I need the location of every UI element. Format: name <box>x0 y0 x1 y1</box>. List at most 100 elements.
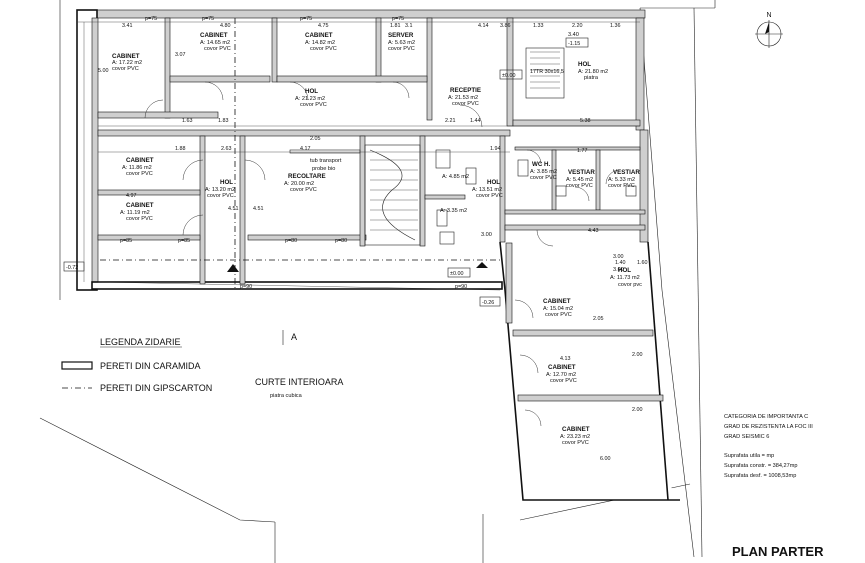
svg-text:HOL: HOL <box>578 61 591 68</box>
svg-text:p=75: p=75 <box>300 16 312 22</box>
room-label: HOL A: 13.51 m2 covor PVC <box>472 179 503 199</box>
section-marker-icon <box>227 262 488 345</box>
level-value: 3.00 <box>481 232 492 238</box>
room-label: HOL A: 13.20 m2 covor PVC <box>205 179 235 199</box>
svg-text:p=75: p=75 <box>202 16 214 22</box>
svg-text:p=80: p=80 <box>335 238 347 244</box>
svg-text:HOL: HOL <box>220 179 233 186</box>
svg-text:1.36: 1.36 <box>610 23 621 29</box>
annotation-text: probe bio <box>312 166 335 172</box>
svg-text:1.44: 1.44 <box>470 118 481 124</box>
svg-text:3.00: 3.00 <box>613 254 624 260</box>
level-value: 3.00 <box>613 267 624 273</box>
interior-walls <box>97 17 664 402</box>
svg-text:1.40: 1.40 <box>615 260 626 266</box>
svg-text:CABINET: CABINET <box>126 157 154 164</box>
svg-text:covor PVC: covor PVC <box>550 378 577 384</box>
svg-text:covor PVC: covor PVC <box>476 193 503 199</box>
svg-text:1.77: 1.77 <box>577 148 588 154</box>
toilet-fixtures <box>435 149 637 245</box>
svg-text:4.17: 4.17 <box>300 146 311 152</box>
svg-text:1.94: 1.94 <box>490 146 501 152</box>
svg-text:A: 14.65 m2: A: 14.65 m2 <box>200 40 230 46</box>
room-label: HOL A: 11.73 m2 covor pvc <box>610 267 642 288</box>
svg-text:Suprafata constr. = 384,27mp: Suprafata constr. = 384,27mp <box>724 463 798 469</box>
svg-text:WC H.: WC H. <box>532 161 550 168</box>
svg-text:2.20: 2.20 <box>572 23 583 29</box>
svg-text:A: 11.19 m2: A: 11.19 m2 <box>120 210 150 216</box>
svg-text:A: 23.23 m2: A: 23.23 m2 <box>560 434 590 440</box>
svg-text:1.60: 1.60 <box>637 260 648 266</box>
svg-text:GRAD DE REZISTENTA LA FOC III: GRAD DE REZISTENTA LA FOC III <box>724 424 813 430</box>
svg-text:p=90: p=90 <box>455 284 467 290</box>
svg-text:1.33: 1.33 <box>533 23 544 29</box>
svg-text:covor PVC: covor PVC <box>112 66 139 72</box>
svg-text:HOL: HOL <box>487 179 500 186</box>
svg-text:p=90: p=90 <box>240 284 252 290</box>
svg-text:A: 21.80 m2: A: 21.80 m2 <box>578 69 608 75</box>
level-marker: -1.15 <box>565 37 589 48</box>
level-marker: -0.26 <box>479 296 501 307</box>
svg-text:1.83: 1.83 <box>218 118 229 124</box>
svg-text:CABINET: CABINET <box>112 53 140 60</box>
svg-text:p=85: p=85 <box>120 238 132 244</box>
room-label: CABINET A: 14.65 m2 covor PVC <box>200 32 231 52</box>
svg-text:A: 17.22 m2: A: 17.22 m2 <box>112 60 142 66</box>
svg-text:2.05: 2.05 <box>593 316 604 322</box>
svg-text:2.00: 2.00 <box>632 352 643 358</box>
svg-text:CATEGORIA DE IMPORTANTA C: CATEGORIA DE IMPORTANTA C <box>724 414 808 420</box>
area-label: A: 3.35 m2 <box>440 208 467 214</box>
dimension-lines <box>77 21 640 291</box>
svg-text:2.00: 2.00 <box>632 407 643 413</box>
svg-text:CABINET: CABINET <box>562 426 590 433</box>
svg-text:covor PVC: covor PVC <box>207 193 234 199</box>
svg-text:VESTIAR: VESTIAR <box>613 169 640 176</box>
svg-text:4.75: 4.75 <box>318 23 329 29</box>
svg-text:p=75: p=75 <box>392 16 404 22</box>
legend-item-label: PERETI DIN CARAMIDA <box>100 361 201 371</box>
svg-text:2.21: 2.21 <box>445 118 456 124</box>
svg-text:A: 5.45 m2: A: 5.45 m2 <box>566 177 593 183</box>
svg-text:A: 21.53 m2: A: 21.53 m2 <box>448 95 478 101</box>
area-label: A: 4.85 m2 <box>442 174 469 180</box>
legend-item-label: PERETI DIN GIPSCARTON <box>100 383 212 393</box>
svg-text:CABINET: CABINET <box>126 202 154 209</box>
svg-text:A: 5.33 m2: A: 5.33 m2 <box>608 177 635 183</box>
svg-text:4.51: 4.51 <box>228 206 239 212</box>
svg-text:A: 20.00 m2: A: 20.00 m2 <box>284 181 314 187</box>
level-marker: ±0.00 <box>447 267 471 278</box>
svg-text:2.05: 2.05 <box>310 136 321 142</box>
svg-text:RECOLTARE: RECOLTARE <box>288 173 326 180</box>
spec-block: CATEGORIA DE IMPORTANTA C GRAD DE REZIST… <box>724 414 813 479</box>
svg-text:CABINET: CABINET <box>543 298 571 305</box>
svg-text:A: 15.04 m2: A: 15.04 m2 <box>543 306 573 312</box>
svg-text:A: 3.85 m2: A: 3.85 m2 <box>530 169 557 175</box>
room-label: CABINET A: 17.22 m2 covor PVC <box>112 53 142 72</box>
svg-text:p=75: p=75 <box>145 16 157 22</box>
svg-text:4.13: 4.13 <box>560 356 571 362</box>
level-value: 3.40 <box>568 32 579 38</box>
svg-text:p=80: p=80 <box>285 238 297 244</box>
svg-text:covor PVC: covor PVC <box>388 46 415 52</box>
courtyard-name: CURTE INTERIOARA <box>255 377 343 387</box>
svg-text:A: 21.23 m2: A: 21.23 m2 <box>295 96 325 102</box>
svg-text:3.86: 3.86 <box>500 23 511 29</box>
annotation-text: tub transport <box>310 158 342 164</box>
svg-text:5.38: 5.38 <box>580 118 591 124</box>
room-label: CABINET A: 11.86 m2 covor PVC <box>122 157 154 177</box>
room-label: CABINET A: 11.19 m2 covor PVC <box>120 202 154 222</box>
room-label: RECOLTARE A: 20.00 m2 covor PVC <box>284 173 326 193</box>
svg-text:3.1: 3.1 <box>405 23 413 29</box>
svg-text:-1.15: -1.15 <box>568 41 580 47</box>
gypsum-walls <box>100 18 500 290</box>
svg-text:4.97: 4.97 <box>126 193 137 199</box>
svg-text:4.80: 4.80 <box>220 23 231 29</box>
svg-text:covor PVC: covor PVC <box>608 183 635 189</box>
svg-text:covor pvc: covor pvc <box>618 282 642 288</box>
dimension-label: 3.41 p=75 4.80 p=75 4.75 p=75 1.81 3.1 p… <box>98 16 648 462</box>
legend-swatch-brick <box>61 361 93 370</box>
svg-text:CABINET: CABINET <box>200 32 228 39</box>
svg-text:covor PVC: covor PVC <box>566 183 593 189</box>
svg-text:covor PVC: covor PVC <box>545 312 572 318</box>
